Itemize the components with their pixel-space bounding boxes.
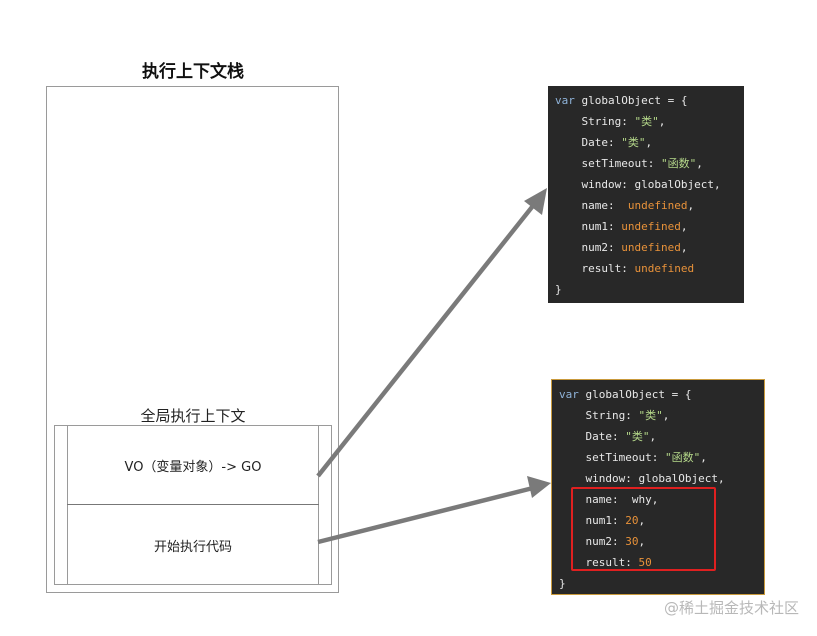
variable-object-cell: VO（变量对象）-> GO [124,459,262,475]
code-token: String: [559,409,639,422]
code-token: undefined [627,199,688,212]
code-token: num1: [555,220,622,233]
code-token: "类" [638,409,663,422]
code-token: setTimeout: [555,157,661,170]
code-line: var globalObject = { [559,384,764,405]
execute-code-cell: 开始执行代码 [153,539,232,555]
code-token: var [555,94,575,107]
code-line: window: globalObject, [555,174,744,195]
code-token: undefined [621,241,681,254]
watermark: @稀土掘金技术社区 [663,599,799,617]
code-line: Date: "类", [559,426,764,447]
code-line: name: undefined, [555,195,744,216]
code-token: "函数" [664,451,701,464]
arrow-exec-to-global-object [317,476,551,545]
code-line: result: 50 [559,552,764,573]
global-object-before-code: var globalObject = { String: "类", Date: … [548,86,744,303]
code-token: , [645,136,653,149]
code-token: undefined [621,220,681,233]
context-divider [67,504,319,505]
code-token: name: [555,199,628,212]
code-token: , [687,199,695,212]
code-line: result: undefined [555,258,744,279]
code-token: } [555,283,562,296]
code-token: num2: [555,241,622,254]
code-token: 30 [625,535,639,548]
code-token: name: why, [559,493,659,506]
code-token: String: [555,115,635,128]
code-token: globalObject = { [574,94,688,107]
code-line: num1: 20, [559,510,764,531]
code-line: window: globalObject, [559,468,764,489]
code-token: result: [559,556,639,569]
code-token: setTimeout: [559,451,665,464]
arrow-vo-to-global-object [316,188,547,478]
code-token: , [680,220,688,233]
stack-title: 执行上下文栈 [142,62,244,82]
code-token: , [638,514,646,527]
code-token: var [559,388,579,401]
code-token: "类" [634,115,659,128]
code-token: Date: [559,430,626,443]
global-context-inner [67,425,319,585]
highlight-box [571,487,716,571]
code-token: , [638,535,646,548]
code-token: "函数" [660,157,697,170]
code-token: , [649,430,657,443]
code-token: , [700,451,707,464]
code-line: String: "类", [555,111,744,132]
code-token: undefined [634,262,695,275]
global-execution-context [54,425,332,585]
code-token: num2: [559,535,626,548]
code-line: } [555,279,744,300]
code-token: result: [555,262,635,275]
code-token: } [559,577,566,590]
code-line: } [559,573,764,594]
code-token: "类" [625,430,650,443]
code-token: "类" [621,136,646,149]
code-token: , [696,157,703,170]
code-line: setTimeout: "函数", [559,447,764,468]
code-line: num2: undefined, [555,237,744,258]
code-token: , [680,241,688,254]
code-line: String: "类", [559,405,764,426]
code-token: num1: [559,514,626,527]
code-line: Date: "类", [555,132,744,153]
code-token: window: globalObject, [559,472,725,485]
execution-context-stack [46,86,339,593]
code-line: setTimeout: "函数", [555,153,744,174]
code-token: 20 [625,514,639,527]
code-line: num2: 30, [559,531,764,552]
code-token: globalObject = { [578,388,692,401]
code-token: , [658,115,666,128]
code-token: , [662,409,670,422]
code-line: var globalObject = { [555,90,744,111]
code-line: num1: undefined, [555,216,744,237]
code-token: 50 [638,556,652,569]
code-token: window: globalObject, [555,178,721,191]
global-context-label: 全局执行上下文 [140,407,246,425]
code-line: name: why, [559,489,764,510]
code-token: Date: [555,136,622,149]
